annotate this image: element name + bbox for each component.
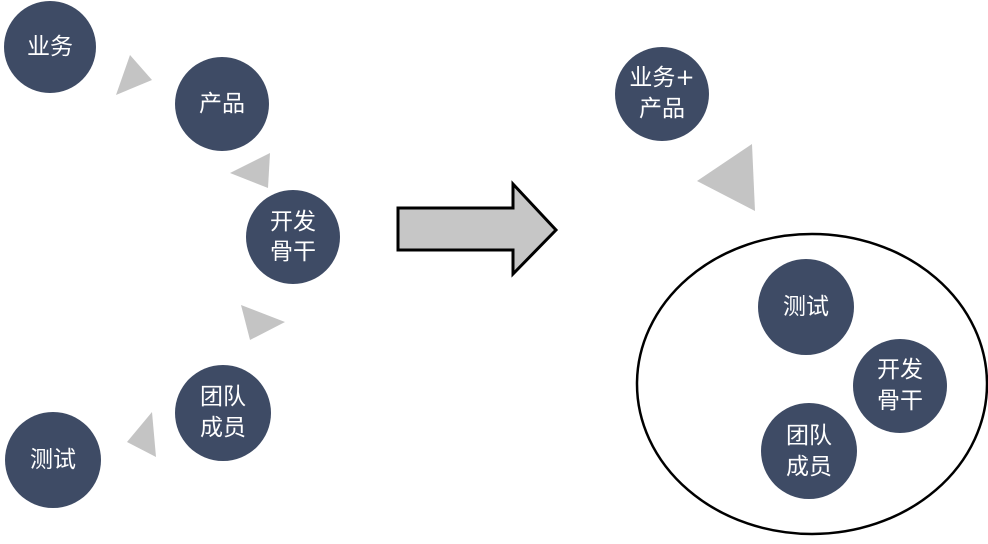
node-right-testing: 测试 xyxy=(758,259,854,355)
node-right-dev-lead-line2: 骨干 xyxy=(877,388,923,414)
team-group-ellipse xyxy=(635,232,988,536)
node-right-testing-label: 测试 xyxy=(783,294,829,320)
triangle-team-to-testing xyxy=(127,412,156,457)
node-right-team-member: 团队 成员 xyxy=(761,403,857,499)
node-product: 产品 xyxy=(175,57,269,151)
node-team-member-line2: 成员 xyxy=(200,415,246,441)
node-right-team-member-line1: 团队 xyxy=(786,423,832,449)
node-dev-lead-line2: 骨干 xyxy=(270,239,316,265)
right-flow: 业务+ 产品 测试 开发 骨干 团队 成员 xyxy=(615,47,988,536)
node-testing: 测试 xyxy=(5,412,101,508)
triangle-product-to-dev xyxy=(230,153,270,188)
triangle-business-to-product xyxy=(116,55,152,95)
node-dev-lead-circle xyxy=(246,190,340,284)
node-team-member: 团队 成员 xyxy=(175,365,271,461)
node-business-product: 业务+ 产品 xyxy=(615,47,709,141)
node-product-circle xyxy=(175,57,269,151)
left-flow: 业务 产品 开发 骨干 团队 成员 测试 xyxy=(4,1,340,508)
transform-arrow xyxy=(396,180,559,278)
node-right-team-member-line2: 成员 xyxy=(786,454,832,480)
node-dev-lead: 开发 骨干 xyxy=(246,190,340,284)
node-testing-label: 测试 xyxy=(30,447,76,473)
node-right-dev-lead: 开发 骨干 xyxy=(853,339,947,433)
node-business-product-circle xyxy=(615,47,709,141)
node-dev-lead-line1: 开发 xyxy=(270,209,316,235)
node-testing-circle xyxy=(5,412,101,508)
node-business-circle xyxy=(4,1,96,93)
node-business-product-line2: 产品 xyxy=(639,96,685,122)
node-business-product-line1: 业务+ xyxy=(629,65,694,91)
node-team-member-circle xyxy=(175,365,271,461)
node-product-label: 产品 xyxy=(199,91,245,117)
node-right-dev-lead-line1: 开发 xyxy=(877,357,923,383)
node-right-team-member-circle xyxy=(761,403,857,499)
triangle-bp-to-team xyxy=(697,144,755,211)
node-team-member-line1: 团队 xyxy=(200,384,246,410)
node-right-testing-circle xyxy=(758,259,854,355)
node-business-label: 业务 xyxy=(27,34,73,60)
node-right-dev-lead-circle xyxy=(853,339,947,433)
triangle-dev-to-team xyxy=(241,305,285,340)
node-business: 业务 xyxy=(4,1,96,93)
